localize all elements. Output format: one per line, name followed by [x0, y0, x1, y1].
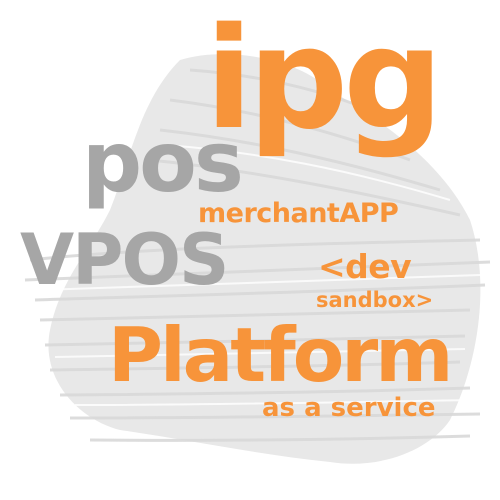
ipg-wordmark: ipg — [205, 0, 443, 161]
sandbox-word: sandbox> — [316, 288, 434, 312]
merchant-app-word: merchantAPP — [198, 198, 399, 229]
dev-word: <dev — [318, 247, 412, 286]
as-a-service-word: as a service — [262, 393, 436, 423]
pos-word: pos — [82, 113, 244, 211]
platform-word: Platform — [108, 311, 453, 399]
vpos-word: VPOS — [20, 219, 229, 301]
